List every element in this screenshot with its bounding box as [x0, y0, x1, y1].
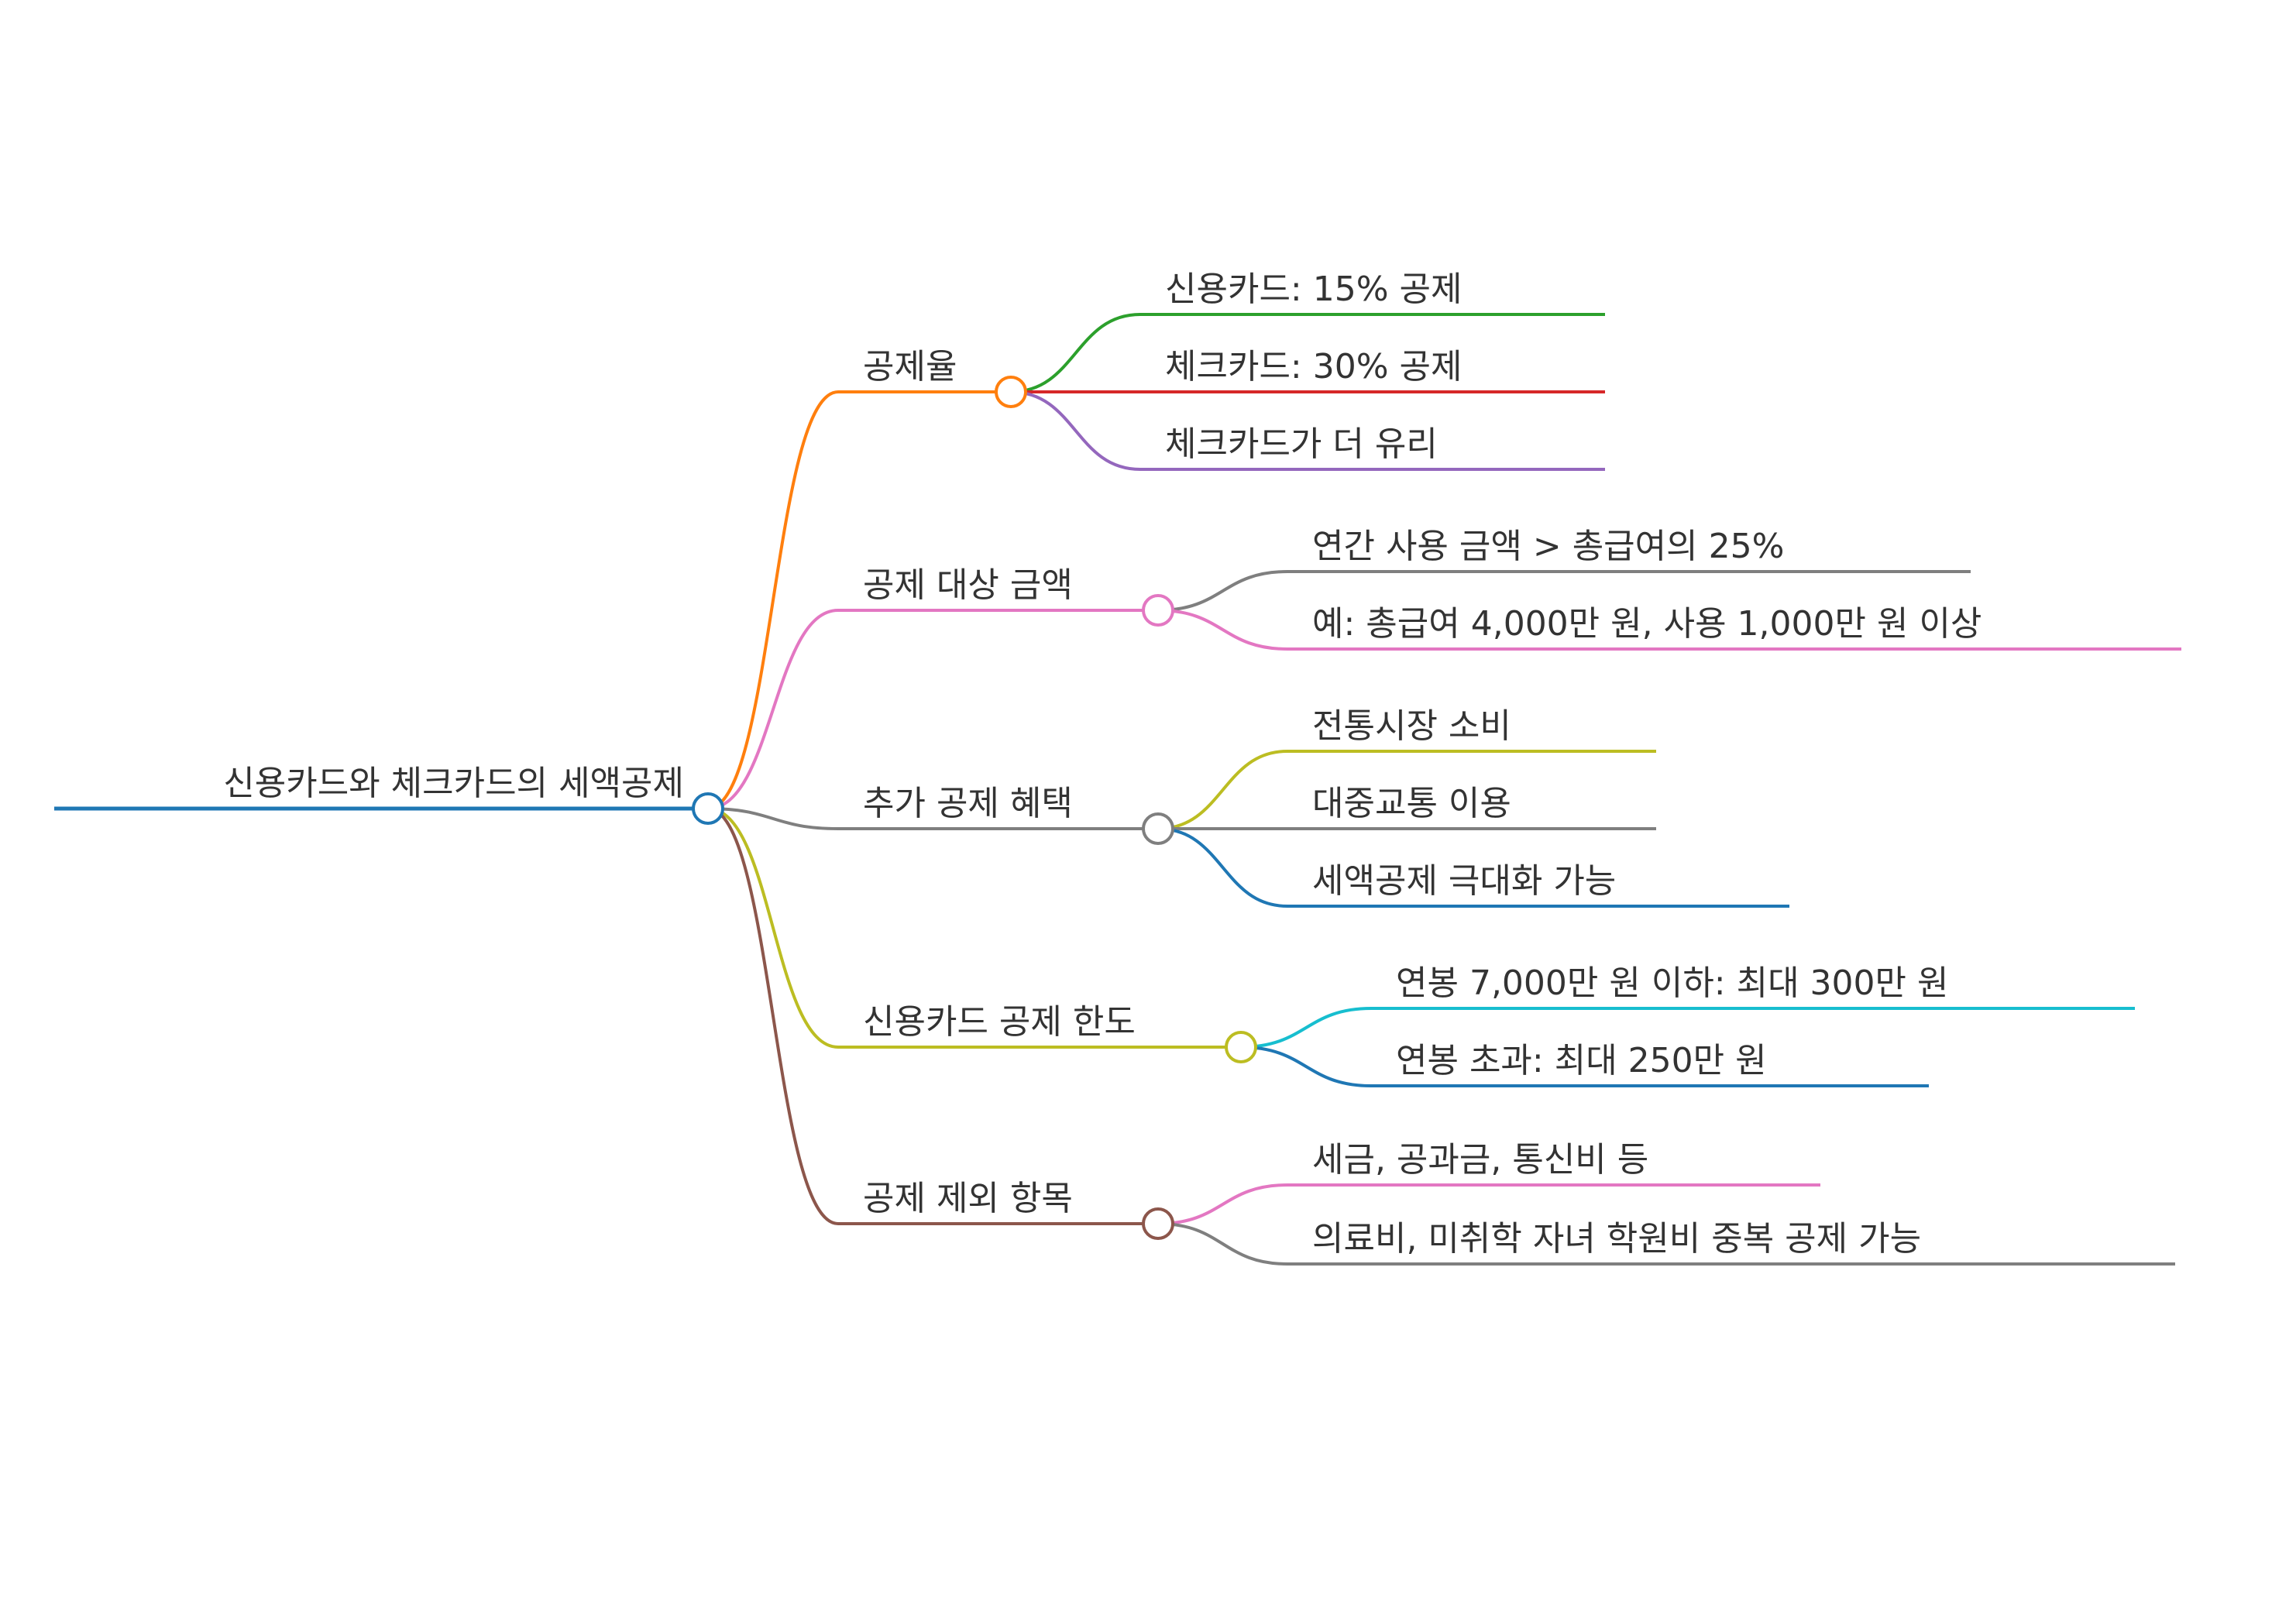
node-layer [692, 376, 1257, 1240]
branch-node-1[interactable] [1142, 594, 1174, 627]
leaf-label-4-1: 의료비, 미취학 자녀 학원비 중복 공제 가능 [1312, 1219, 1921, 1259]
branch-connector-2 [707, 807, 839, 830]
leaf-connector-1-1 [1157, 609, 2181, 651]
leaf-connector-3-1 [1240, 1046, 1929, 1087]
branch-node-0[interactable] [995, 376, 1027, 408]
branch-node-3[interactable] [1225, 1031, 1257, 1063]
leaf-connector-0-2 [1010, 390, 1605, 471]
leaf-connector-1-0 [1157, 570, 1971, 612]
leaf-label-0-1: 체크카드: 30% 공제 [1165, 347, 1462, 386]
leaf-label-4-0: 세금, 공과금, 통신비 등 [1312, 1140, 1648, 1180]
leaf-connector-0-0 [1010, 313, 1605, 393]
leaf-label-3-1: 연봉 초과: 최대 250만 원 [1396, 1041, 1767, 1080]
leaf-label-2-2: 세액공제 극대화 가능 [1312, 861, 1616, 901]
leaf-connector-4-0 [1157, 1183, 1820, 1225]
branch-label-2: 추가 공제 혜택 [863, 784, 1073, 823]
leaf-connector-4-1 [1157, 1222, 2175, 1266]
root-label: 신용카드와 체크카드의 세액공제 [223, 764, 684, 803]
branch-label-3: 신용카드 공제 한도 [863, 1002, 1136, 1042]
leaf-label-1-1: 예: 총급여 4,000만 원, 사용 1,000만 원 이상 [1312, 604, 1982, 644]
branch-connector-0 [707, 390, 839, 810]
branch-connector-1 [707, 609, 839, 810]
branch-label-0: 공제율 [863, 347, 957, 386]
leaf-label-0-2: 체크카드가 더 유리 [1165, 424, 1438, 464]
leaf-label-1-0: 연간 사용 금액 > 총급여의 25% [1312, 527, 1784, 566]
leaf-label-2-1: 대중교통 이용 [1312, 784, 1511, 823]
connector-layer [54, 313, 2181, 1266]
branch-label-1: 공제 대상 금액 [863, 565, 1073, 605]
root-node[interactable] [692, 792, 724, 825]
leaf-label-3-0: 연봉 7,000만 원 이하: 최대 300만 원 [1396, 963, 1949, 1003]
branch-label-4: 공제 제외 항목 [863, 1179, 1073, 1218]
leaf-connector-2-0 [1157, 750, 1656, 830]
leaf-connector-3-0 [1240, 1007, 2135, 1049]
leaf-label-2-0: 전통시장 소비 [1312, 706, 1511, 746]
branch-node-4[interactable] [1142, 1207, 1174, 1240]
branch-node-2[interactable] [1142, 812, 1174, 845]
branch-connector-3 [707, 807, 839, 1049]
leaf-connector-2-2 [1157, 827, 1789, 908]
branch-connector-4 [707, 807, 839, 1225]
leaf-label-0-0: 신용카드: 15% 공제 [1165, 270, 1462, 309]
